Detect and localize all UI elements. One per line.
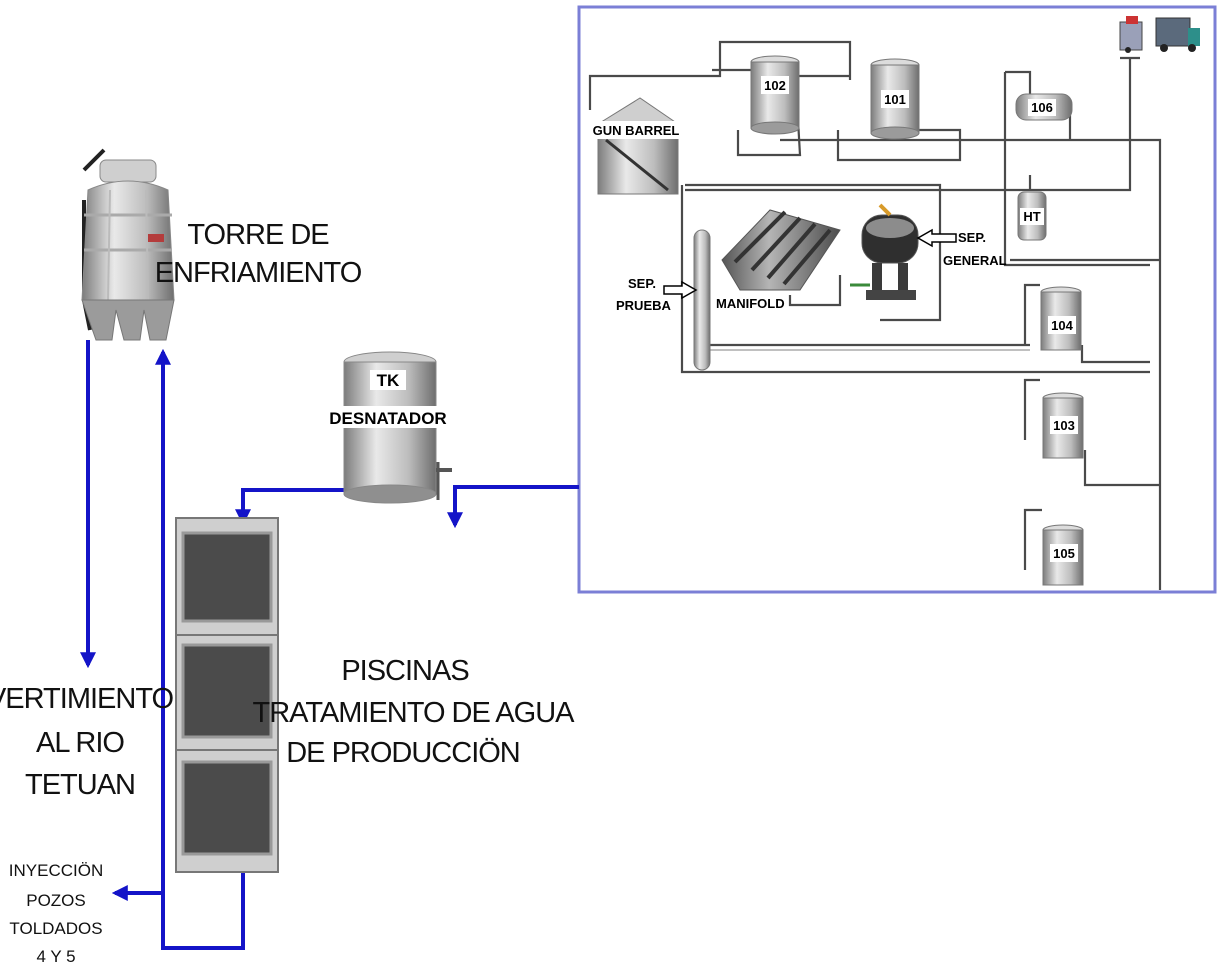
- test-separator: [663, 229, 711, 371]
- torre-label: TORRE DE ENFRIAMIENTO: [155, 219, 363, 289]
- tank-103-label: 103: [1053, 418, 1075, 433]
- tk-label-2: DESNATADOR: [329, 409, 446, 428]
- truck-icon: [1119, 16, 1200, 53]
- ht-label: HT: [1023, 209, 1040, 224]
- tank-102-label: 102: [764, 78, 786, 93]
- inyeccion-label-3: TOLDADOS: [9, 919, 102, 938]
- piscinas-label-3: DE PRODUCCIÖN: [286, 737, 520, 769]
- inyeccion-label-1: INYECCIÖN: [9, 861, 103, 880]
- tank-101-label: 101: [884, 92, 906, 107]
- piscinas-label-1: PISCINAS: [341, 655, 469, 687]
- sep-general-label-1: SEP.: [958, 230, 986, 245]
- piscinas-label: PISCINAS TRATAMIENTO DE AGUA DE PRODUCCI…: [253, 655, 577, 769]
- piscinas-label-2: TRATAMIENTO DE AGUA: [253, 697, 576, 729]
- tk-label-1: TK: [377, 371, 400, 390]
- vertimiento-label-1: VERTIMIENTO: [0, 683, 174, 715]
- pool-3: [181, 760, 273, 856]
- tank-103: 103: [1042, 392, 1084, 459]
- tank-104: 104: [1040, 286, 1082, 351]
- tank-105: 105: [1042, 524, 1084, 586]
- sep-prueba-label-2: PRUEBA: [616, 298, 672, 313]
- process-piping: [588, 40, 1162, 590]
- vertimiento-label: VERTIMIENTO AL RIO TETUAN: [0, 683, 175, 801]
- manifold: [721, 209, 841, 291]
- heater-treater: HT: [1017, 191, 1047, 241]
- tank-102: 102: [750, 55, 800, 135]
- general-separator: [850, 203, 957, 300]
- pool-2: [181, 643, 273, 739]
- tank-104-label: 104: [1051, 318, 1073, 333]
- inyeccion-label: INYECCIÖN POZOS TOLDADOS 4 Y 5: [9, 861, 103, 966]
- cooling-tower: [81, 148, 175, 341]
- facility-to-tk-line: [447, 485, 579, 529]
- vertimiento-label-3: TETUAN: [25, 769, 135, 801]
- tk-to-piscinas-line: [235, 488, 350, 526]
- production-facility-block: GUN BARREL 102 101 106 HT: [577, 5, 1217, 594]
- manifold-label: MANIFOLD: [716, 296, 785, 311]
- piscinas-to-torre-line: [155, 348, 245, 950]
- gun-barrel-tank: GUN BARREL: [592, 97, 680, 195]
- pool-1: [181, 531, 273, 623]
- gun-barrel-label: GUN BARREL: [593, 123, 680, 138]
- vertimiento-label-2: AL RIO: [36, 727, 124, 759]
- skimmer-tank: TK DESNATADOR: [329, 351, 452, 504]
- tank-101: 101: [870, 58, 920, 140]
- treatment-pools: [175, 517, 279, 873]
- sep-prueba-label-1: SEP.: [628, 276, 656, 291]
- tank-106-label: 106: [1031, 100, 1053, 115]
- sep-general-label-2: GENERAL: [943, 253, 1007, 268]
- torre-label-1: TORRE DE: [187, 219, 329, 251]
- inyeccion-label-2: POZOS: [26, 891, 86, 910]
- inyeccion-label-4: 4 Y 5: [36, 947, 75, 966]
- tank-106: 106: [1015, 93, 1073, 121]
- tank-105-label: 105: [1053, 546, 1075, 561]
- water-lines: [80, 340, 579, 950]
- torre-label-2: ENFRIAMIENTO: [155, 257, 362, 289]
